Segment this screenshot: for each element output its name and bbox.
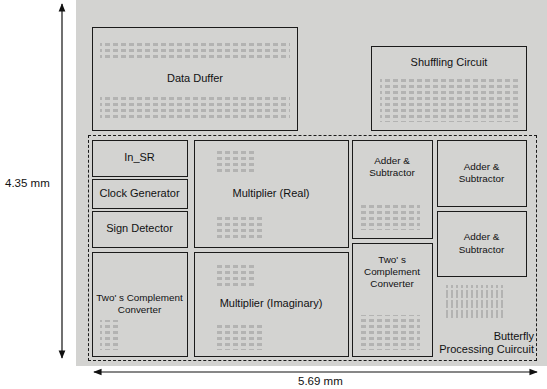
clock-block: Clock Generator (92, 179, 188, 209)
block-label: Adder & Subtractor (438, 161, 526, 186)
die-ground (76, 0, 547, 366)
block-label: Adder & Subtractor (438, 231, 526, 256)
block-label: Data Duffer (164, 72, 226, 86)
data-buffer-block: Data Duffer (92, 27, 298, 131)
width-dimension-line (94, 371, 537, 372)
block-label: Butterfly Processing Cuircuit (437, 330, 534, 358)
adder-block: Adder & Subtractor (437, 140, 527, 207)
sign-detector-block: Sign Detector (92, 211, 188, 248)
adder-block: Adder & Subtractor (437, 211, 527, 277)
converter-block: Two' s Complement Converter (92, 252, 188, 357)
butterfly-region: Butterfly Processing Cuircuit In_SR Clock … (88, 135, 537, 361)
block-label: Two' s Complement Converter (353, 254, 432, 291)
dimension-label: 4.35 mm (4, 177, 51, 189)
adder-block: Adder & Subtractor (352, 140, 433, 239)
block-label: Shuffling Circuit (408, 56, 491, 70)
block-label: Clock Generator (96, 187, 182, 201)
height-dimension-line (61, 4, 62, 358)
block-label: Two' s Complement Converter (93, 292, 187, 317)
block-label: In_SR (121, 151, 158, 165)
shuffling-block: Shuffling Circuit (371, 46, 527, 131)
block-label: Multiplier (Real) (229, 187, 312, 201)
converter-block: Two' s Complement Converter (352, 243, 433, 357)
shift-register-block: In_SR (92, 140, 188, 177)
block-label: Multiplier (Imaginary) (217, 297, 326, 311)
multiplier-block: Multiplier (Real) (194, 140, 349, 248)
dimension-label: 5.69 mm (297, 375, 344, 387)
block-label: Adder & Subtractor (353, 155, 432, 180)
multiplier-block: Multiplier (Imaginary) (194, 252, 349, 357)
block-label: Sign Detector (103, 222, 176, 236)
